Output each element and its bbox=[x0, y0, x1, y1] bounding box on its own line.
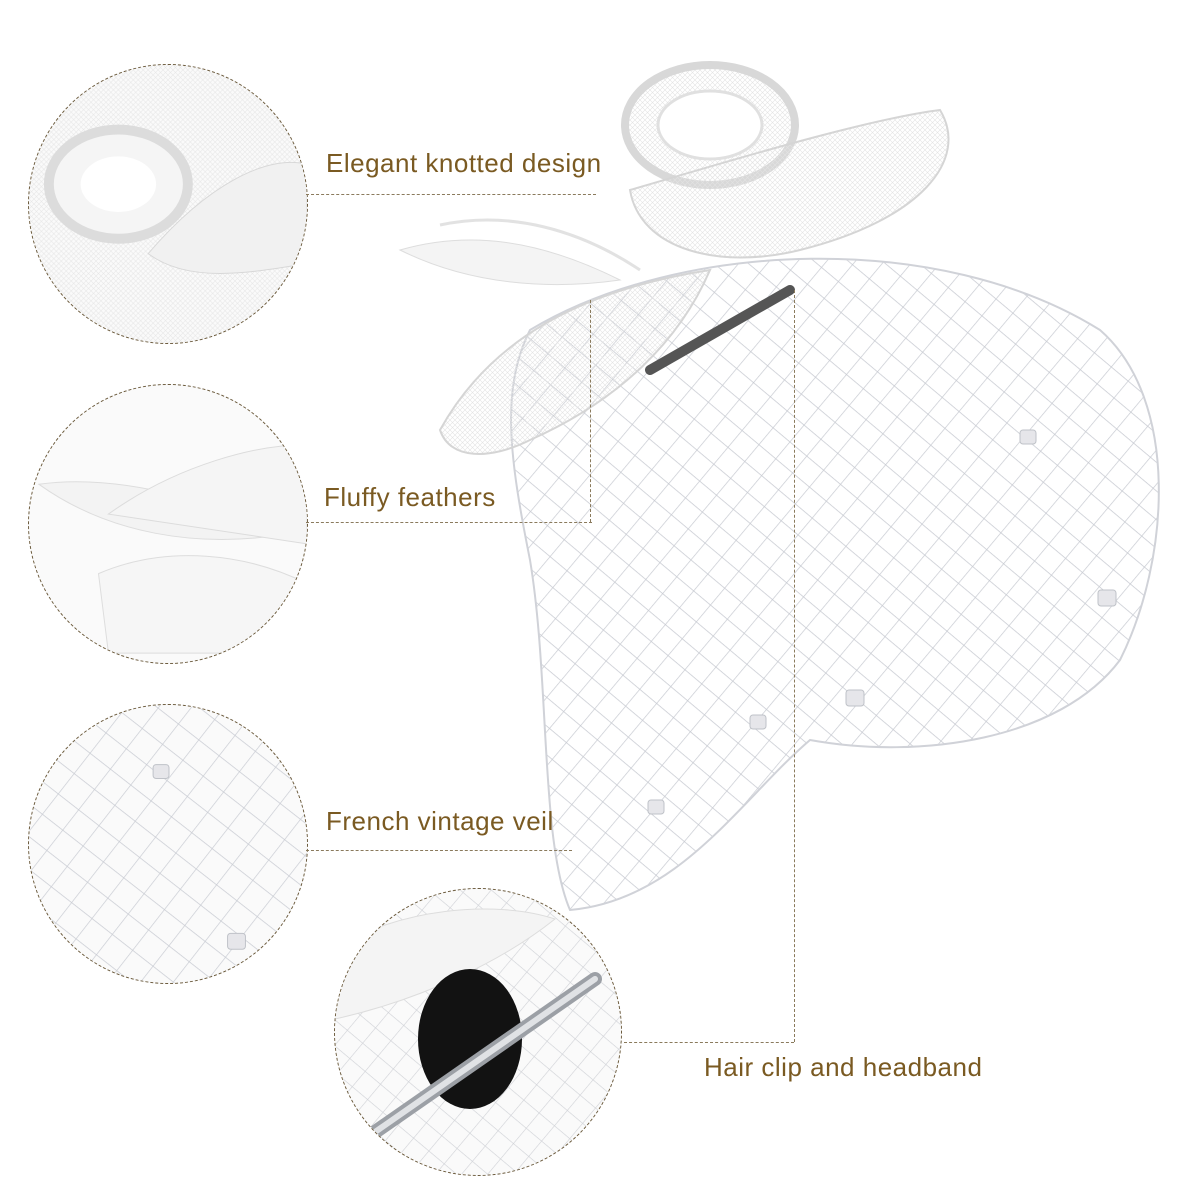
veil-detail-circle bbox=[28, 704, 308, 984]
feathers-detail-image bbox=[37, 444, 307, 654]
clip-leader-line bbox=[624, 1042, 794, 1043]
fascinator-hat-image bbox=[398, 61, 1160, 912]
knot-leader-line bbox=[306, 194, 596, 195]
feathers-detail-circle bbox=[28, 384, 308, 664]
feathers-label: Fluffy feathers bbox=[324, 482, 496, 512]
knot-detail-image bbox=[29, 65, 307, 343]
clip-detail-circle bbox=[334, 888, 622, 1176]
knot-detail-circle bbox=[28, 64, 308, 344]
veil-leader-line bbox=[306, 850, 572, 851]
knot-label: Elegant knotted design bbox=[326, 148, 602, 178]
clip-leader-vertical bbox=[794, 290, 795, 1042]
clip-label: Hair clip and headband bbox=[704, 1052, 983, 1082]
veil-label: French vintage veil bbox=[326, 806, 554, 836]
feathers-leader-vertical bbox=[590, 300, 591, 522]
veil-detail-image bbox=[29, 705, 307, 983]
clip-detail-image bbox=[335, 889, 621, 1175]
feathers-leader-line bbox=[306, 522, 592, 523]
